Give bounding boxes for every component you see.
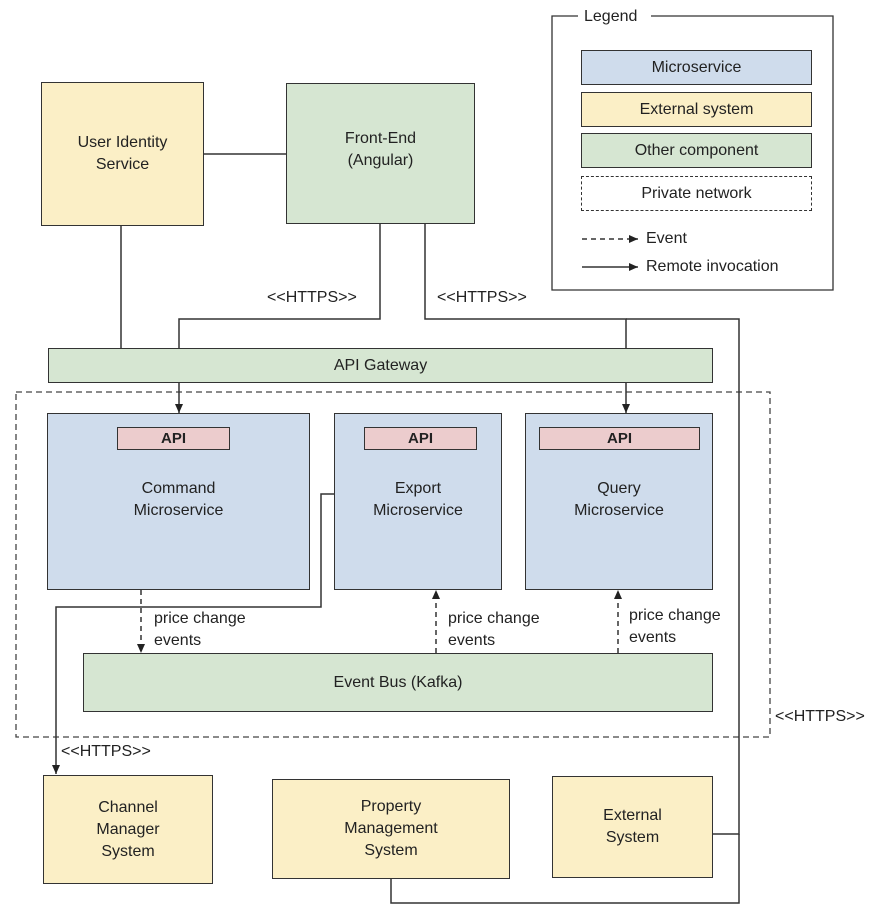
event-bus-kafka: Event Bus (Kafka) xyxy=(83,653,713,712)
legend-external-system: External system xyxy=(581,92,812,127)
legend-remote-invocation-label: Remote invocation xyxy=(646,258,779,275)
export-api-tag: API xyxy=(364,427,477,450)
command-api-tag: API xyxy=(117,427,230,450)
legend-microservice: Microservice xyxy=(581,50,812,85)
https-label-right: <<HTTPS>> xyxy=(437,289,527,306)
frontend-gateway-right-link xyxy=(424,224,627,348)
export-channel-arrow xyxy=(52,493,334,774)
property-management-system: Property Management System xyxy=(272,779,510,879)
legend-private-network: Private network xyxy=(581,176,812,211)
legend-title: Legend xyxy=(584,8,638,25)
property-external-link xyxy=(390,834,740,904)
frontend-external-link xyxy=(626,318,740,835)
price-change-label-command: price change events xyxy=(154,610,246,649)
channel-manager-system: Channel Manager System xyxy=(43,775,213,884)
legend-frame xyxy=(551,15,834,291)
price-change-label-export: price change events xyxy=(448,610,540,649)
https-label-external: <<HTTPS>> xyxy=(775,708,865,725)
user-identity-service: User Identity Service xyxy=(41,82,204,226)
legend-event-label: Event xyxy=(646,230,687,247)
api-gateway: API Gateway xyxy=(48,348,713,383)
https-label-channel: <<HTTPS>> xyxy=(61,743,151,760)
query-api-tag: API xyxy=(539,427,700,450)
private-network-boundary xyxy=(15,391,771,738)
frontend-gateway-left-link xyxy=(178,224,381,348)
external-system: External System xyxy=(552,776,713,878)
front-end-angular: Front-End (Angular) xyxy=(286,83,475,224)
https-label-left: <<HTTPS>> xyxy=(267,289,357,306)
legend-other-component: Other component xyxy=(581,133,812,168)
price-change-label-query: price change events xyxy=(629,607,721,646)
